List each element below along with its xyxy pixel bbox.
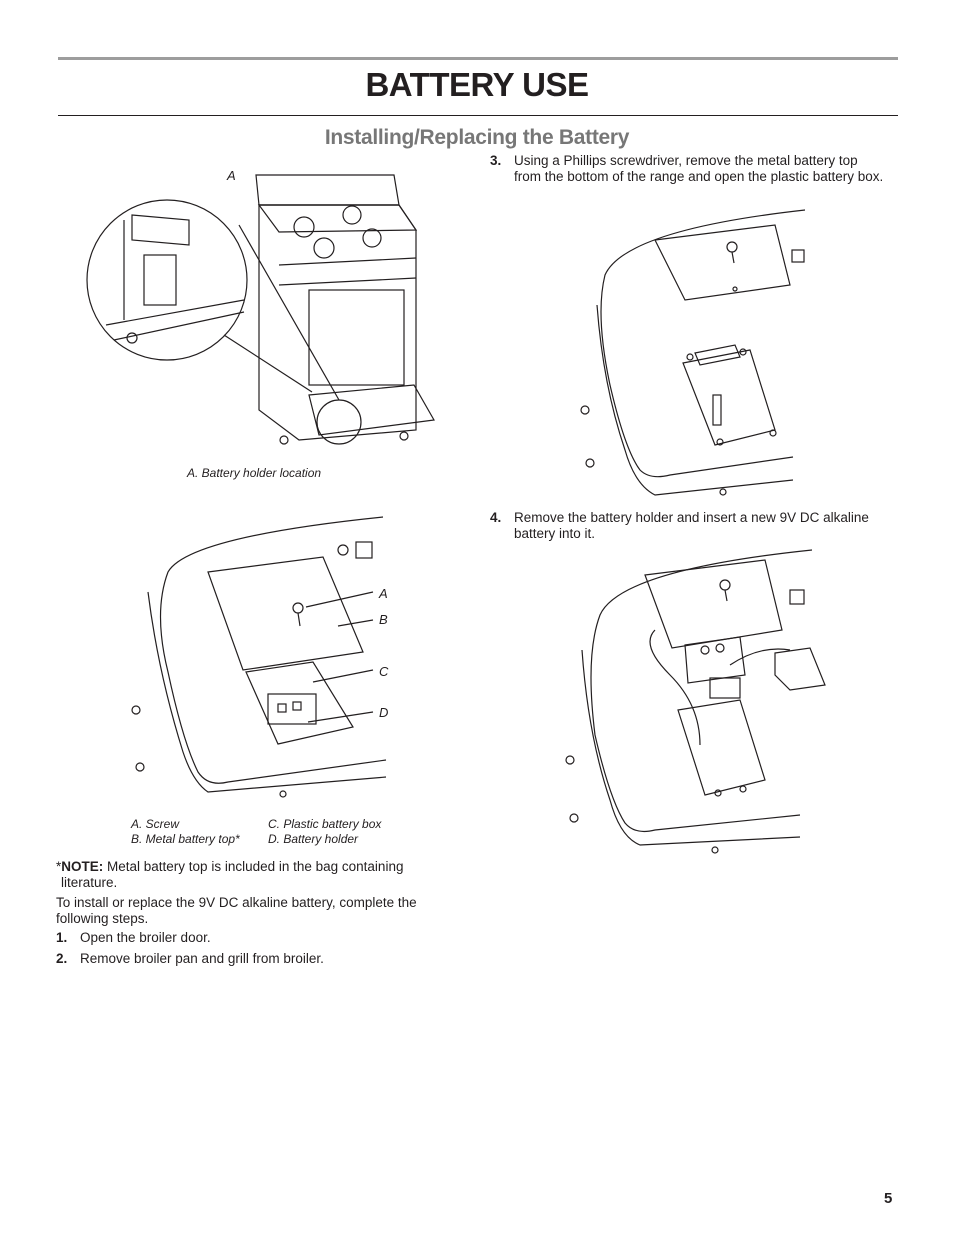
page-number: 5 bbox=[884, 1190, 893, 1207]
step-4-number: 4. bbox=[490, 510, 502, 525]
figure-insert-battery bbox=[560, 545, 835, 860]
range-illustration bbox=[86, 174, 435, 445]
figure-range-battery-location: A bbox=[84, 160, 444, 460]
battery-box-illustration bbox=[131, 516, 387, 798]
step-1: 1. Open the broiler door. bbox=[56, 930, 446, 946]
figure1-caption: A. Battery holder location bbox=[187, 466, 322, 480]
note-label: NOTE: bbox=[61, 859, 104, 874]
step-2-number: 2. bbox=[56, 951, 68, 966]
figure2-caption-d: D. Battery holder bbox=[268, 832, 359, 846]
title-rule bbox=[58, 115, 898, 116]
page-title: BATTERY USE bbox=[365, 66, 589, 103]
step-2: 2. Remove broiler pan and grill from bro… bbox=[56, 951, 446, 967]
open-battery-box-illustration bbox=[580, 209, 806, 496]
step-3: 3. Using a Phillips screwdriver, remove … bbox=[490, 153, 885, 203]
figure2-label-b: B bbox=[379, 612, 388, 627]
figure-remove-battery-top bbox=[575, 205, 815, 500]
figure2-caption-a: A. Screw bbox=[131, 817, 180, 831]
step-3-text: Using a Phillips screwdriver, remove the… bbox=[514, 153, 884, 184]
figure2-caption-c: C. Plastic battery box bbox=[268, 817, 382, 831]
figure2-label-d: D bbox=[379, 705, 389, 720]
step-3-number: 3. bbox=[490, 153, 502, 168]
note-asterisk: * bbox=[56, 859, 62, 874]
section-heading: Installing/Replacing the Battery bbox=[324, 126, 630, 149]
note-paragraph: *NOTE: Metal battery top is included in … bbox=[56, 859, 446, 891]
figure2-label-a: A bbox=[379, 586, 388, 601]
insert-battery-illustration bbox=[565, 549, 826, 854]
note-text: Metal battery top is included in the bag… bbox=[103, 859, 404, 874]
figure2-caption-b: B. Metal battery top* bbox=[131, 832, 240, 846]
note-text-cont: literature. bbox=[61, 875, 118, 890]
step-4-text: Remove the battery holder and insert a n… bbox=[514, 510, 869, 541]
figure2-label-c: C bbox=[379, 664, 389, 679]
step-4: 4. Remove the battery holder and insert … bbox=[490, 510, 885, 544]
figure1-label-a: A bbox=[227, 168, 236, 183]
step-1-number: 1. bbox=[56, 930, 68, 945]
figure-battery-components: A B C D bbox=[128, 512, 398, 812]
step-1-text: Open the broiler door. bbox=[80, 930, 211, 945]
intro-paragraph: To install or replace the 9V DC alkaline… bbox=[56, 895, 417, 926]
top-rule bbox=[58, 57, 898, 60]
step-2-text: Remove broiler pan and grill from broile… bbox=[80, 951, 324, 966]
